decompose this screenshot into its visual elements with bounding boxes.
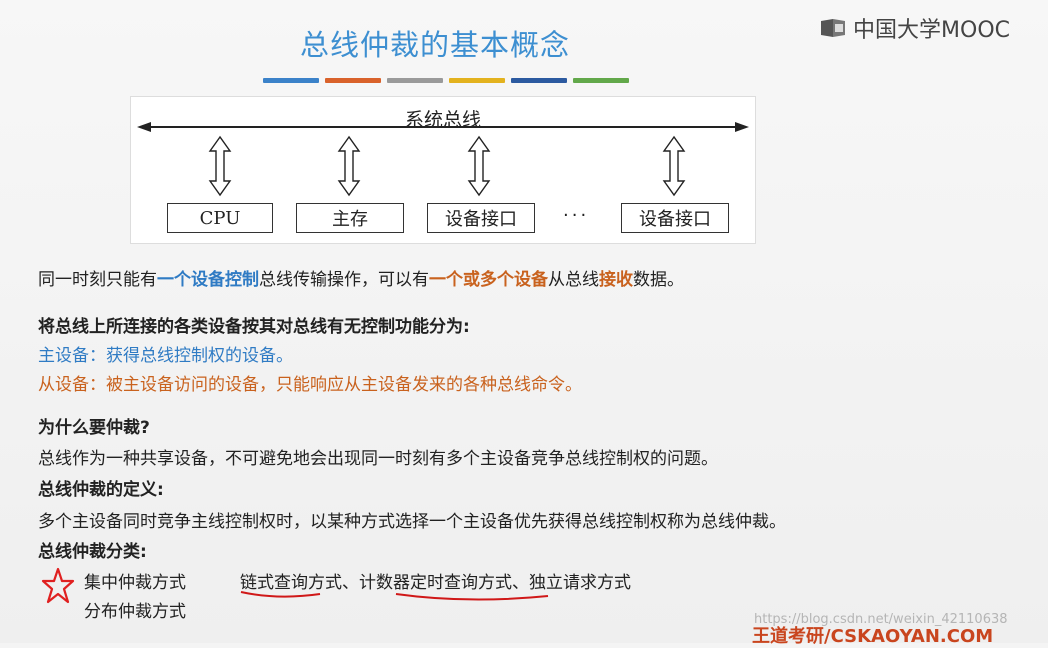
text-span: 从总线: [548, 270, 599, 290]
device-box-interface: 设备接口: [621, 203, 729, 233]
mooc-logo-icon: [821, 19, 846, 37]
category-heading: 总线仲裁分类:: [38, 542, 147, 562]
highlight-one-device: 一个设备控制: [157, 270, 259, 290]
color-segment: [325, 78, 381, 83]
bus-control-sentence: 同一时刻只能有一个设备控制总线传输操作，可以有一个或多个设备从总线接收数据。: [38, 265, 684, 290]
highlight-receive: 接收: [599, 270, 633, 290]
chain-query-method: 链式查询: [240, 573, 308, 593]
centralized-arbitration: 集中仲裁方式: [84, 573, 186, 593]
blog-watermark: https://blog.csdn.net/weixin_42110638: [754, 612, 1008, 627]
distributed-arbitration: 分布仲裁方式: [84, 602, 186, 622]
arbitration-methods: 链式查询方式、计数器定时查询方式、独立请求方式: [240, 568, 631, 593]
text-span: 总线传输操作，可以有: [259, 270, 429, 290]
device-box-memory: 主存: [296, 203, 404, 233]
logo-text: 中国大学MOOC: [853, 18, 1010, 43]
color-segment: [387, 78, 443, 83]
device-box-interface: 设备接口: [427, 203, 535, 233]
text-span: 同一时刻只能有: [38, 270, 157, 290]
system-bus-arrow: [137, 122, 749, 197]
color-segment: [449, 78, 505, 83]
color-segment: [573, 78, 629, 83]
counter-query-method: 计数器定时查询: [359, 573, 478, 593]
slide-title: 总线仲裁的基本概念: [299, 28, 570, 62]
highlight-multi-device: 一个或多个设备: [429, 270, 548, 290]
ellipsis: ···: [563, 205, 590, 226]
color-segment: [263, 78, 319, 83]
mooc-logo: 中国大学MOOC: [819, 12, 1010, 44]
hand-drawn-star-icon: [41, 567, 75, 604]
definition-text: 多个主设备同时竞争主线控制权时，以某种方式选择一个主设备优先获得总线控制权称为总…: [38, 512, 786, 532]
device-box-cpu: CPU: [167, 203, 273, 233]
text-span: 方式、: [308, 573, 359, 593]
red-underline-marks: [240, 591, 549, 601]
classify-heading: 将总线上所连接的各类设备按其对总线有无控制功能分为:: [38, 317, 470, 337]
title-color-bar: [263, 78, 629, 83]
wangdao-brand: 王道考研/CSKAOYAN.COM: [752, 626, 994, 647]
bus-label: 系统总线: [404, 109, 481, 131]
bus-diagram: 系统总线 CPU 主存 设备接口 ··· 设备接口: [130, 96, 756, 244]
text-span: 方式、独立请求方式: [478, 573, 631, 593]
text-span: 数据。: [633, 270, 684, 290]
master-device-definition: 主设备：获得总线控制权的设备。: [38, 346, 293, 366]
slave-device-definition: 从设备：被主设备访问的设备，只能响应从主设备发来的各种总线命令。: [38, 375, 582, 395]
definition-heading: 总线仲裁的定义:: [38, 480, 164, 500]
why-heading: 为什么要仲裁?: [38, 418, 150, 438]
color-segment: [511, 78, 567, 83]
why-text: 总线作为一种共享设备，不可避免地会出现同一时刻有多个主设备竞争总线控制权的问题。: [38, 449, 718, 469]
